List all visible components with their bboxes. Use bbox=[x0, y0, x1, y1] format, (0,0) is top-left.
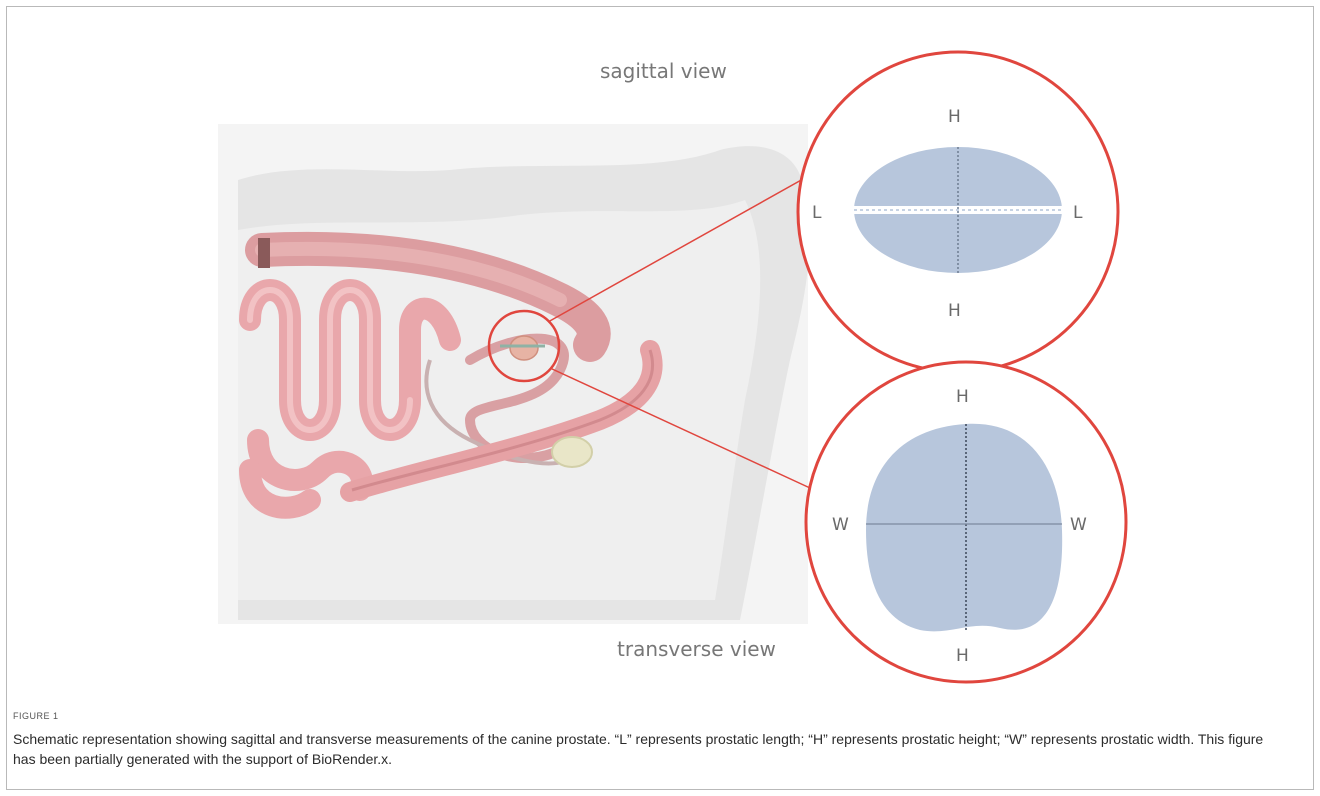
sagittal-view-title: sagittal view bbox=[600, 59, 727, 83]
sagittal-label-left: L bbox=[812, 203, 822, 223]
sagittal-label-bottom: H bbox=[948, 301, 961, 321]
figure-label: FIGURE 1 bbox=[13, 711, 59, 721]
sagittal-label-top: H bbox=[948, 107, 961, 127]
colon-end bbox=[258, 238, 270, 268]
prostate-diagram: sagittal view H H L L transverse view H … bbox=[0, 0, 1320, 700]
testis bbox=[552, 437, 592, 467]
transverse-prostate bbox=[866, 424, 1062, 632]
sagittal-label-right: L bbox=[1073, 203, 1083, 223]
transverse-label-top: H bbox=[956, 387, 969, 407]
prostate-small bbox=[510, 336, 538, 360]
transverse-label-right: W bbox=[1070, 515, 1087, 535]
transverse-label-left: W bbox=[832, 515, 849, 535]
transverse-label-bottom: H bbox=[956, 646, 969, 666]
figure-caption: Schematic representation showing sagitta… bbox=[13, 729, 1283, 769]
transverse-view-title: transverse view bbox=[617, 637, 776, 661]
